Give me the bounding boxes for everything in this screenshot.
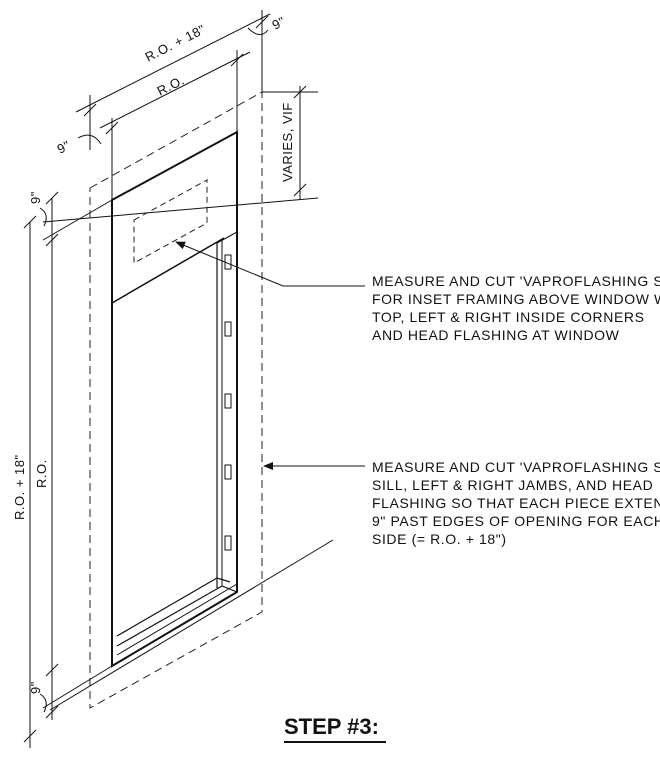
head-line-2 bbox=[216, 231, 238, 244]
top-dimensions bbox=[75, 10, 271, 200]
left-dimensions bbox=[23, 191, 113, 748]
dim-left-overall: R.O. + 18" bbox=[12, 454, 27, 520]
fastener-slots bbox=[224, 254, 232, 551]
window-opening bbox=[111, 130, 238, 668]
dim-top-right-ext: 9" bbox=[270, 13, 288, 32]
flashing-outline-dashed bbox=[89, 91, 263, 709]
head-line bbox=[111, 237, 225, 304]
note2-line: MEASURE AND CUT 'VAPROFLASHING SA' bbox=[372, 459, 660, 475]
dim-left-bottom-ext: 9" bbox=[28, 681, 43, 694]
sill bbox=[116, 577, 231, 637]
varies-dimension bbox=[262, 85, 318, 200]
note2-line: SILL, LEFT & RIGHT JAMBS, AND HEAD bbox=[372, 477, 653, 493]
sill-2 bbox=[116, 585, 238, 647]
inset-flashing-dashed bbox=[133, 179, 208, 264]
dim-top-overall: R.O. + 18" bbox=[143, 22, 208, 65]
step-title: STEP #3: bbox=[284, 714, 379, 739]
dim-top-ro: R.O. bbox=[155, 72, 187, 98]
note1-line: TOP, LEFT & RIGHT INSIDE CORNERS bbox=[372, 309, 645, 325]
sill-3 bbox=[116, 583, 238, 656]
dim-left-ro: R.O. bbox=[34, 459, 49, 488]
note2-line: FLASHING SO THAT EACH PIECE EXTENDS bbox=[372, 495, 660, 511]
note2: MEASURE AND CUT 'VAPROFLASHING SA' SILL,… bbox=[372, 459, 660, 547]
note2-line: 9" PAST EDGES OF OPENING FOR EACH bbox=[372, 513, 660, 529]
note1-line: FOR INSET FRAMING ABOVE WINDOW WITH bbox=[372, 291, 660, 307]
leader-note1 bbox=[175, 241, 365, 287]
dim-varies: VARIES, VIF bbox=[280, 102, 295, 182]
dim-top-left-ext: 9" bbox=[55, 137, 73, 156]
dim-left-top-ext: 9" bbox=[28, 191, 43, 204]
wall-base-line bbox=[49, 539, 334, 711]
note1-line: MEASURE AND CUT 'VAPROFLASHING SA' bbox=[372, 273, 660, 289]
note1: MEASURE AND CUT 'VAPROFLASHING SA' FOR I… bbox=[372, 273, 660, 343]
note2-line: SIDE (= R.O. + 18") bbox=[372, 531, 507, 547]
note1-line: AND HEAD FLASHING AT WINDOW bbox=[372, 327, 620, 343]
wall-top-line bbox=[42, 197, 319, 223]
